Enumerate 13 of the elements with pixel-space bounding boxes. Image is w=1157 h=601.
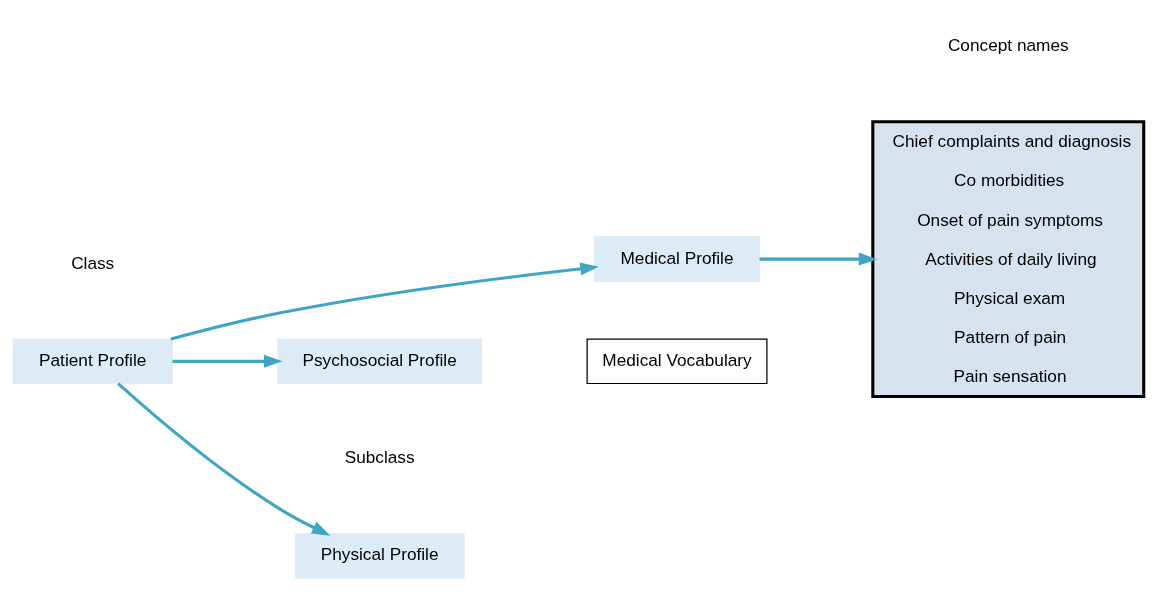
arrow bbox=[170, 261, 599, 341]
node-box: Patient Profile bbox=[12, 338, 173, 384]
node-box: Psychosocial Profile bbox=[277, 338, 482, 384]
node-box: Medical Profile bbox=[593, 235, 761, 282]
node-box: Medical Vocabulary bbox=[586, 338, 768, 384]
arrow bbox=[759, 252, 878, 266]
arrow bbox=[172, 354, 283, 368]
node-box: Physical Profile bbox=[294, 532, 465, 579]
node-label: Concept names bbox=[947, 34, 1069, 55]
node-box: Chief complaints and diagnosis Co morbidities Onset of pain symptoms Activities of daily living Physical exam Pattern of pain Pain sensation bbox=[871, 119, 1146, 398]
arrow bbox=[117, 381, 331, 536]
label: Subclass bbox=[344, 446, 415, 467]
label: Class bbox=[71, 252, 115, 273]
